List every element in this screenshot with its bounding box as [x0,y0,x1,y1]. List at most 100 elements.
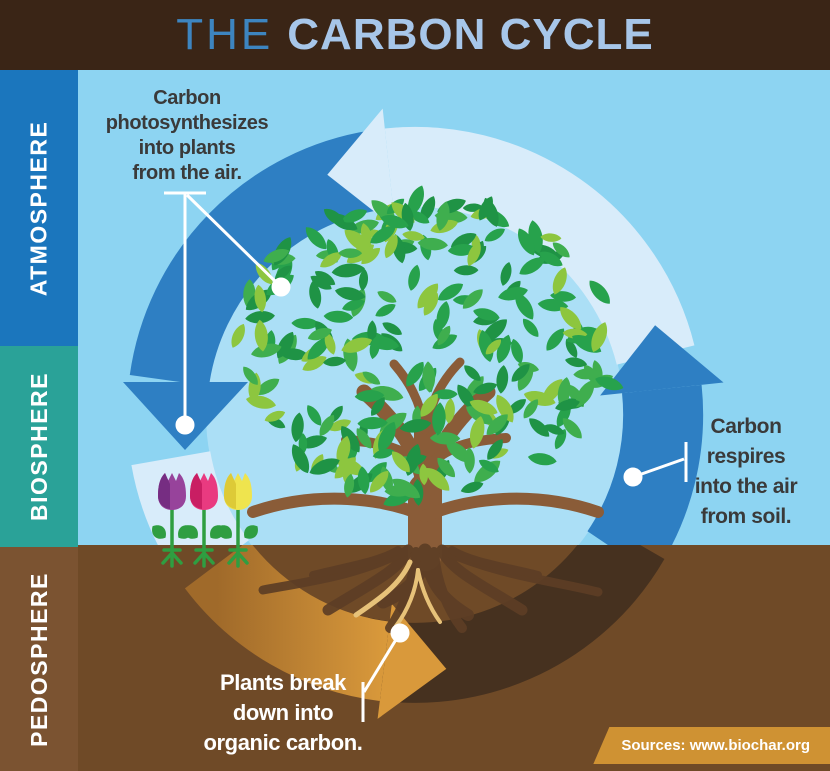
leaf [595,376,624,391]
leaf [324,332,336,355]
tulip-purple [152,473,192,568]
leaf [496,394,514,423]
tulip-leaf [244,525,258,539]
leaf [469,399,498,415]
leaf [320,252,342,268]
leaf [331,263,365,278]
air-band [131,450,250,545]
leaf [254,284,267,313]
leaf [487,439,503,460]
leaf [375,304,396,317]
cycle-diagram [78,70,830,771]
leaf [323,310,354,323]
leaf [589,280,610,304]
leaf [417,237,448,251]
title-bar: THE CARBON CYCLE [0,0,830,70]
leaf [560,307,582,330]
leaf [523,399,539,419]
title-prefix: THE [176,10,274,59]
leaf [485,339,502,355]
leaf [484,228,505,242]
leaf [518,228,535,256]
zone-pedosphere-label: PEDOSPHERE [25,571,52,747]
air-arrow-band [384,126,695,366]
leaf [302,356,327,371]
leaf [314,271,336,286]
leaf [546,328,565,351]
leaf [557,377,571,408]
leaf [336,435,351,467]
tulip-head-shade [158,473,170,509]
leaf [460,481,484,493]
leaf [575,380,595,408]
leaf [453,265,479,276]
leaf [276,331,294,359]
photosynthesis-pointer-dot2 [271,277,291,297]
leaf [500,261,512,286]
annotation-line: from the air. [132,162,242,184]
leaf [291,412,304,443]
leaf [432,389,458,400]
source-badge: Sources: www.biochar.org [593,727,830,764]
annotation-line: from soil. [700,505,792,528]
leaf [511,338,523,364]
leaf [369,335,380,360]
leaf [305,227,327,250]
annotation-line: down into [232,700,334,725]
leaf [432,402,446,436]
leaf [467,241,481,267]
leaf [323,356,347,367]
leaf [565,357,588,368]
zone-atmosphere-label: ATMOSPHERE [25,120,52,296]
leaf [292,444,309,474]
leaf [264,410,286,422]
leaf [478,329,494,363]
leaf [362,371,381,385]
annotation-line: into the air [694,475,798,498]
zone-biosphere: BIOSPHERE [0,346,78,547]
source-label: Sources: www.biochar.org [621,737,810,754]
decomposition-pointer-dot [390,623,410,643]
leaf [407,185,424,217]
leaf [420,393,438,417]
leaf [354,390,385,402]
tulip-leaf [152,525,166,539]
leaf [357,466,370,495]
leaf [550,291,577,302]
leaf [342,299,365,311]
leaf [436,201,450,231]
leaf [377,291,397,303]
decomposition-pointer-line [362,632,402,693]
zone-atmosphere: ATMOSPHERE [0,70,78,346]
leaf [519,257,545,275]
annotation-photosynthesis: Carbon photosynthesizes into plants from… [97,86,277,186]
leaf [399,419,432,433]
leaf [444,398,455,424]
leaf [408,264,420,291]
leaf [370,226,396,244]
leaf [437,457,455,478]
leaf [380,215,409,229]
leaf [378,421,396,453]
leaf [274,265,292,280]
leaf [464,447,475,474]
leaf [517,364,534,391]
leaf [473,382,498,395]
leaf [465,376,484,398]
leaf [323,208,345,226]
respiration-pointer-dot [623,467,643,487]
annotation-respiration: Carbon respires into the air from soil. [660,412,830,532]
annotation-line: into plants [138,137,236,159]
annotation-line: respires [706,445,786,468]
annotation-line: Carbon [710,415,782,438]
leaf [392,451,410,473]
leaf [307,405,322,426]
leaf [523,318,539,337]
annotation-line: Carbon [153,87,221,109]
leaf [231,323,245,348]
leaf [357,416,388,430]
leaf [356,428,372,449]
leaf [372,448,395,459]
leaf [437,283,464,301]
